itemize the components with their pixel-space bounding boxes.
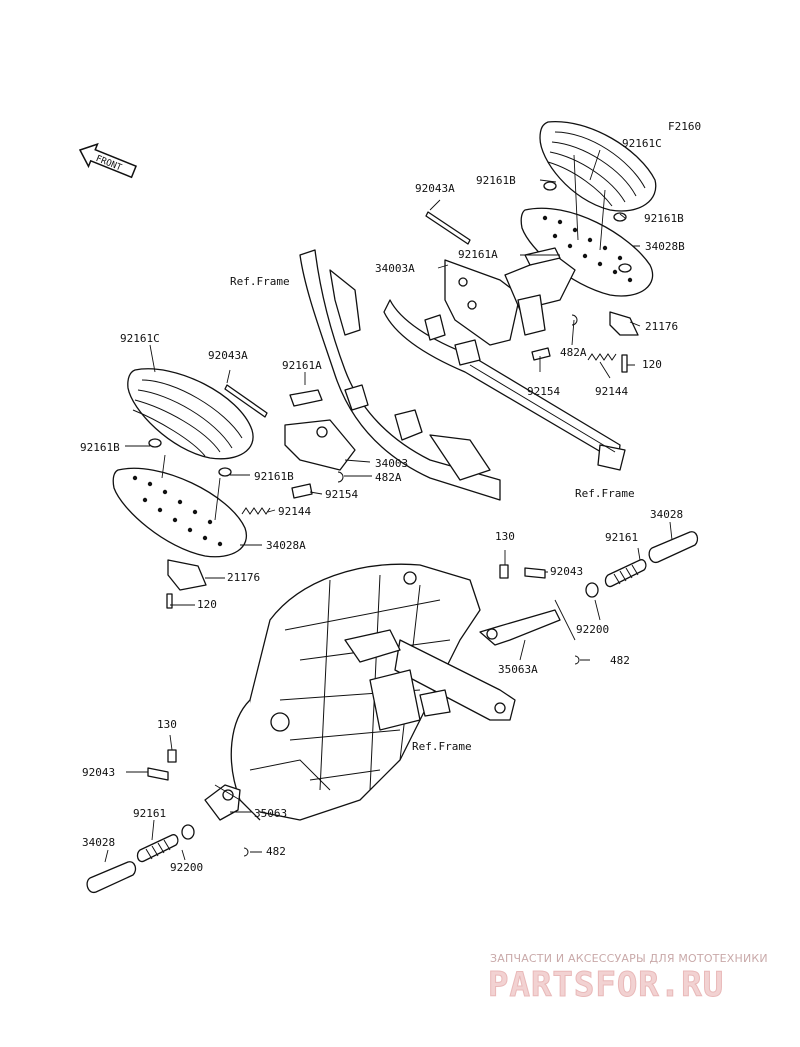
label-92161C-right: 92161C <box>622 137 662 150</box>
label-92161A-right: 92161A <box>458 248 498 261</box>
left-floorboard-rubber <box>127 368 254 460</box>
label-482-right: 482 <box>610 654 630 667</box>
front-arrow-icon: FRONT <box>78 142 138 179</box>
label-92161-right: 92161 <box>605 531 638 544</box>
label-92161B-right-upper: 92161B <box>476 174 516 187</box>
label-92043A-left: 92043A <box>208 349 248 362</box>
label-92161B-right-lower: 92161B <box>644 212 684 225</box>
label-92154-right: 92154 <box>527 385 560 398</box>
label-34003: 34003 <box>375 457 408 470</box>
label-92043-left: 92043 <box>82 766 115 779</box>
label-482A-right: 482A <box>560 346 587 359</box>
label-34028-left: 34028 <box>82 836 115 849</box>
label-120-left: 120 <box>197 598 217 611</box>
right-peg-rubber-92161 <box>604 559 647 588</box>
label-92144-right: 92144 <box>595 385 628 398</box>
watermark-brand: PARTSFOR.RU <box>488 965 724 1005</box>
label-34003A: 34003A <box>375 262 415 275</box>
right-footpeg-assembly <box>479 521 699 665</box>
label-34028A: 34028A <box>266 539 306 552</box>
label-120-right: 120 <box>642 358 662 371</box>
left-floorboard-bracket <box>284 419 356 471</box>
label-92161B-left-upper: 92161B <box>80 441 120 454</box>
label-92161B-left-lower: 92161B <box>254 470 294 483</box>
part-labels: 92161C 92161B 92043A 92161B 34028B 34003… <box>80 137 685 874</box>
label-21176-right: 21176 <box>645 320 678 333</box>
label-92200-left: 92200 <box>170 861 203 874</box>
label-92043A-right: 92043A <box>415 182 455 195</box>
figure-code: F2160 <box>668 120 701 133</box>
label-92161A-left: 92161A <box>282 359 322 372</box>
left-peg-rubber-92161 <box>136 834 179 863</box>
left-peg-bracket <box>204 784 241 821</box>
label-482-left: 482 <box>266 845 286 858</box>
left-footpeg-assembly <box>86 734 262 894</box>
label-92161-left: 92161 <box>133 807 166 820</box>
right-peg-bracket <box>479 609 561 646</box>
label-35063: 35063 <box>254 807 287 820</box>
right-floorboard-assembly <box>425 121 657 379</box>
label-482A-left: 482A <box>375 471 402 484</box>
right-peg-rubber-34028 <box>648 531 699 564</box>
left-floorboard-assembly <box>112 344 372 609</box>
label-ref-frame-lower: Ref.Frame <box>412 740 472 753</box>
label-34028B: 34028B <box>645 240 685 253</box>
watermark: ЗАПЧАСТИ И АКСЕССУАРЫ ДЛЯ МОТОТЕХНИКИ PA… <box>488 952 768 1006</box>
label-34028-right: 34028 <box>650 508 683 521</box>
label-130-left: 130 <box>157 718 177 731</box>
right-floorboard-plate <box>520 207 654 297</box>
right-floorboard-bracket <box>444 259 521 346</box>
label-92043-right: 92043 <box>550 565 583 578</box>
label-92154-left: 92154 <box>325 488 358 501</box>
label-92200-right: 92200 <box>576 623 609 636</box>
label-ref-frame-upper-left: Ref.Frame <box>230 275 290 288</box>
label-ref-frame-upper-right: Ref.Frame <box>575 487 635 500</box>
left-floorboard-plate <box>112 467 248 558</box>
label-21176-left: 21176 <box>227 571 260 584</box>
watermark-tagline: ЗАПЧАСТИ И АКСЕССУАРЫ ДЛЯ МОТОТЕХНИКИ <box>490 952 768 965</box>
label-130-right: 130 <box>495 530 515 543</box>
left-peg-rubber-34028 <box>86 861 137 894</box>
label-35063A: 35063A <box>498 663 538 676</box>
right-floorboard-rubber <box>539 121 657 212</box>
label-92161C-left: 92161C <box>120 332 160 345</box>
main-frame <box>230 563 516 821</box>
label-92144-left: 92144 <box>278 505 311 518</box>
upper-frame-rail <box>299 249 626 501</box>
